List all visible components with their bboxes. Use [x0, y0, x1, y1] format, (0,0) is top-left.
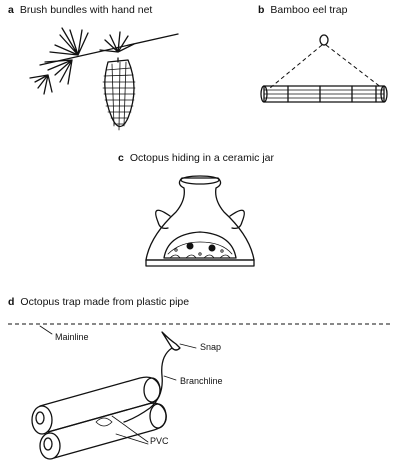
panel-b: b Bamboo eel trap — [200, 0, 400, 150]
plastic-pipe-trap-illustration — [8, 323, 390, 460]
caption-text: Octopus hiding in a ceramic jar — [129, 152, 274, 164]
snap — [161, 331, 197, 351]
hand-net — [102, 57, 136, 131]
label-pvc: PVC — [150, 436, 169, 446]
octopus — [163, 231, 237, 259]
ceramic-jar-illustration — [145, 175, 255, 267]
caption-letter: c — [118, 152, 124, 164]
caption-b: b Bamboo eel trap — [258, 4, 347, 16]
label-snap: Snap — [200, 342, 222, 352]
bamboo-tube — [260, 85, 388, 103]
brush-bundles-illustration — [29, 27, 179, 131]
label-branchline: Branchline — [180, 376, 223, 386]
caption-text: Brush bundles with hand net — [19, 4, 153, 16]
brush-bundle-left — [29, 27, 89, 95]
caption-text: Octopus trap made from plastic pipe — [20, 296, 190, 308]
panel-c: c Octopus hiding in a ceramic jar — [0, 150, 400, 300]
panel-d: d Octopus trap made from plastic pipe — [0, 296, 400, 466]
caption-c: c Octopus hiding in a ceramic jar — [118, 152, 274, 164]
caption-a: a Brush bundles with hand net — [8, 4, 152, 16]
panel-a: a Brush bundles with hand net — [0, 0, 200, 150]
caption-letter: a — [8, 4, 14, 16]
caption-letter: b — [258, 4, 265, 16]
bamboo-eel-trap-illustration — [260, 34, 388, 103]
brush-bundle-right — [99, 31, 135, 53]
caption-text: Bamboo eel trap — [270, 4, 348, 16]
pvc-pipes — [31, 376, 167, 460]
caption-letter: d — [8, 296, 15, 308]
caption-d: d Octopus trap made from plastic pipe — [8, 296, 189, 308]
label-mainline: Mainline — [55, 332, 89, 342]
